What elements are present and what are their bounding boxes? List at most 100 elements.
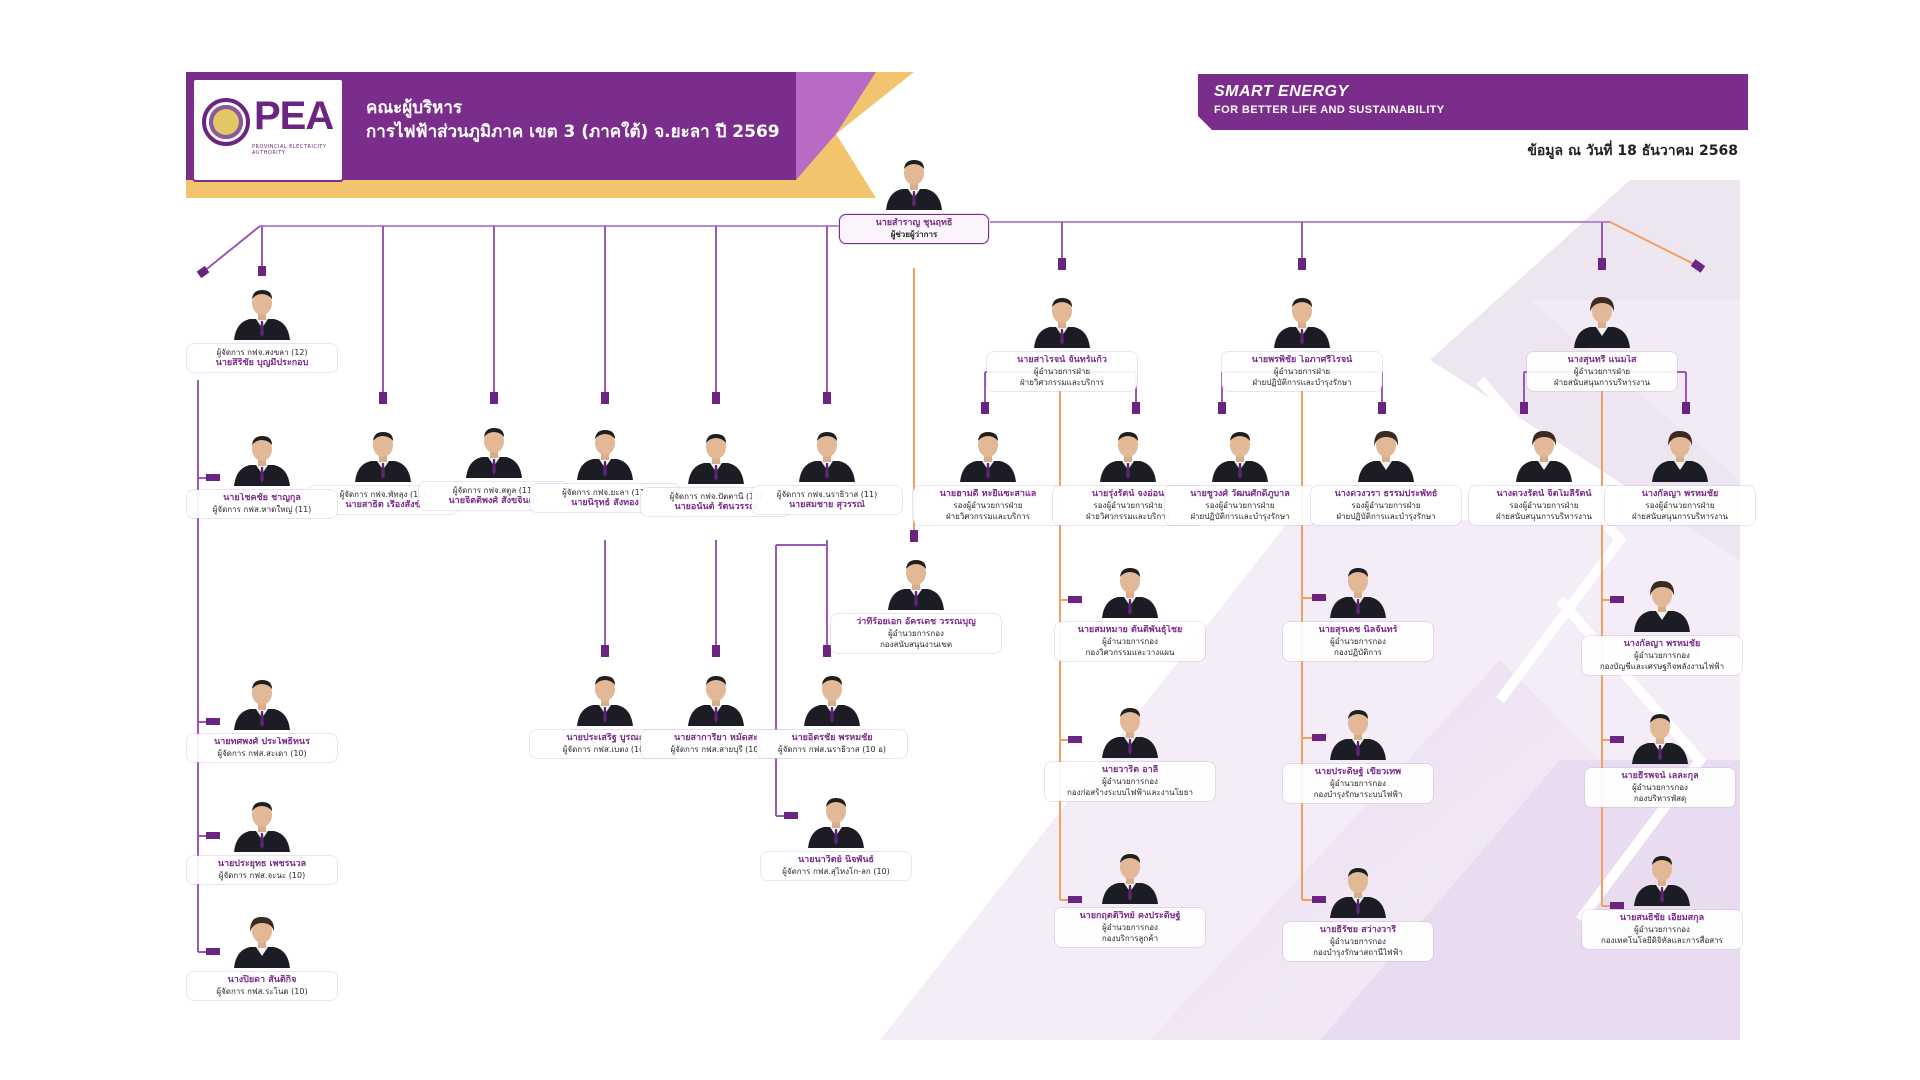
person-portrait-icon <box>1274 298 1330 348</box>
person-portrait-icon <box>1516 430 1572 482</box>
person-songkhla-manager: ผู้จัดการ กฟจ.สงขลา (12)นายสิริชัย บุญมี… <box>187 282 337 372</box>
person-director-substation: นายธีรัชย สว่างวารีผู้อำนวยการกองกองบำรุ… <box>1283 860 1433 961</box>
person-director-supply: นายธีรพจน์ เลละกุลผู้อำนวยการกองกองบริหา… <box>1585 706 1735 807</box>
person-portrait-icon <box>1634 856 1690 906</box>
person-deputy-operations-2: นางดวงวรา ธรรมประพัทธ์รองผู้อำนวยการฝ่าย… <box>1311 424 1461 525</box>
person-vp-admin: นางสุนทรี แนมไสผู้อำนวยการฝ่ายฝ่ายสนับสน… <box>1527 290 1677 391</box>
portrait-photo <box>1326 702 1390 760</box>
portrait-photo <box>1326 860 1390 918</box>
person-portrait-icon <box>466 428 522 478</box>
portrait-photo <box>1570 290 1634 348</box>
pea-logo: PEA PROVINCIAL ELECTRICITY AUTHORITY <box>192 78 344 182</box>
portrait-photo <box>1628 706 1692 764</box>
portrait-photo <box>1630 848 1694 906</box>
person-director-digital: นายสนธิชัย เอี่ยมสกุลผู้อำนวยการกองกองเท… <box>1582 848 1742 949</box>
person-director-customer: นายกฤตติวิทย์ คงประดิษฐ์ผู้อำนวยการกองกอ… <box>1055 846 1205 947</box>
portrait-photo <box>230 910 294 968</box>
person-portrait-icon <box>1102 568 1158 618</box>
person-portrait-icon <box>1102 708 1158 758</box>
portrait-photo <box>804 790 868 848</box>
portrait-photo <box>1098 846 1162 904</box>
person-director-operation: นายสุรเดช นิลจันทร์ผู้อำนวยการกองกองปฏิบ… <box>1283 560 1433 661</box>
person-director-accounting: นางกัลญา พรหมชัยผู้อำนวยการกองกองบัญชีแล… <box>1582 574 1742 675</box>
portrait-photo <box>1096 424 1160 482</box>
person-top-executive: นายสำราญ ชุนฤทธิ์ผู้ช่วยผู้ว่าการ <box>839 152 989 244</box>
person-portrait-icon <box>234 290 290 340</box>
portrait-photo <box>462 420 526 478</box>
person-deputy-operations-1: นายชูวงศ์ วัฒนศักดิ์ภูบาลรองผู้อำนวยการฝ… <box>1165 424 1315 525</box>
portrait-photo <box>1354 424 1418 482</box>
person-portrait-icon <box>234 916 290 968</box>
person-director-maintenance: นายประดิษฐ์ เขียวเทพผู้อำนวยการกองกองบำร… <box>1283 702 1433 803</box>
person-hatyai-manager: นายโชคชัย ชาญกุลผู้จัดการ กฟส.หาดใหญ่ (1… <box>187 428 337 518</box>
person-portrait-icon <box>1034 298 1090 348</box>
header-banner: PEA PROVINCIAL ELECTRICITY AUTHORITY คณะ… <box>186 72 914 198</box>
portrait-photo <box>795 424 859 482</box>
slogan-subtitle: FOR BETTER LIFE AND SUSTAINABILITY <box>1214 104 1445 116</box>
portrait-photo <box>351 424 415 482</box>
person-portrait-icon <box>804 676 860 726</box>
portrait-photo <box>573 422 637 480</box>
person-narathiwat-a-manager: นายอิตรชัย พรหมชัยผู้จัดการ กฟส.นราธิวาส… <box>757 668 907 758</box>
person-portrait-icon <box>1330 710 1386 760</box>
person-portrait-icon <box>1330 868 1386 918</box>
portrait-photo <box>884 552 948 610</box>
portrait-photo <box>684 426 748 484</box>
person-vp-operations: นายพรพิชัย โอภาศรีโรจน์ผู้อำนวยการฝ่ายฝ่… <box>1222 290 1382 391</box>
slogan-title: SMART ENERGY <box>1214 83 1349 100</box>
person-portrait-icon <box>1358 430 1414 482</box>
person-portrait-icon <box>234 680 290 730</box>
portrait-photo <box>1270 290 1334 348</box>
person-portrait-icon <box>799 432 855 482</box>
page-title: คณะผู้บริหาร <box>366 98 463 118</box>
portrait-photo <box>573 668 637 726</box>
portrait-photo <box>230 282 294 340</box>
portrait-photo <box>1208 424 1272 482</box>
page-subtitle: การไฟฟ้าส่วนภูมิภาค เขต 3 (ภาคใต้) จ.ยะล… <box>366 122 780 142</box>
person-vp-engineering: นายสาโรจน์ จันทร์แก้วผู้อำนวยการฝ่ายฝ่าย… <box>987 290 1137 391</box>
person-portrait-icon <box>688 676 744 726</box>
person-portrait-icon <box>1100 432 1156 482</box>
person-portrait-icon <box>1632 714 1688 764</box>
person-portrait-icon <box>1102 854 1158 904</box>
portrait-photo <box>230 428 294 486</box>
portrait-photo <box>1326 560 1390 618</box>
portrait-photo <box>1098 560 1162 618</box>
person-portrait-icon <box>1574 296 1630 348</box>
slogan-banner: SMART ENERGY FOR BETTER LIFE AND SUSTAIN… <box>1198 74 1748 130</box>
portrait-photo <box>1630 574 1694 632</box>
person-portrait-icon <box>808 798 864 848</box>
pea-seal-icon <box>202 98 250 146</box>
person-portrait-icon <box>1212 432 1268 482</box>
portrait-photo <box>1512 424 1576 482</box>
person-portrait-icon <box>1330 568 1386 618</box>
person-sungaikolok-manager: นายนาวิตย์ นิจพันธ์ผู้จัดการ กฟส.สุไหงโก… <box>761 790 911 880</box>
portrait-photo <box>956 424 1020 482</box>
person-portrait-icon <box>577 676 633 726</box>
person-ranot-manager: นางปิยดา สันติกิจผู้จัดการ กฟส.ระโนด (10… <box>187 910 337 1000</box>
person-portrait-icon <box>888 560 944 610</box>
person-portrait-icon <box>577 430 633 480</box>
person-deputy-engineering-1: นายฮามดี หะยีแซะสาแลรองผู้อำนวยการฝ่ายฝ่… <box>913 424 1063 525</box>
data-date: ข้อมูล ณ วันที่ 18 ธันวาคม 2568 <box>1527 143 1738 159</box>
portrait-photo <box>230 794 294 852</box>
person-director-planning: นายสมหมาย ตันติพันธุ์ไชยผู้อำนวยการกองกอ… <box>1055 560 1205 661</box>
person-deputy-admin-1: นางดวงรัตน์ จิตโมลีรัตน์รองผู้อำนวยการฝ่… <box>1469 424 1619 525</box>
person-portrait-icon <box>1652 430 1708 482</box>
logo-subtext: PROVINCIAL ELECTRICITY AUTHORITY <box>252 144 327 156</box>
person-portrait-icon <box>688 434 744 484</box>
person-portrait-icon <box>886 160 942 210</box>
person-pattani-manager: ผู้จัดการ กฟจ.ปัตตานี (11)นายอนันต์ รัตน… <box>641 426 791 516</box>
header-ribbon <box>186 72 914 198</box>
person-deputy-admin-2: นางกัลญา พรหมชัยรองผู้อำนวยการฝ่ายฝ่ายสน… <box>1605 424 1755 525</box>
portrait-photo <box>1030 290 1094 348</box>
person-portrait-icon <box>234 802 290 852</box>
person-narathiwat-manager: ผู้จัดการ กฟจ.นราธิวาส (11)นายสมชาย สุวร… <box>752 424 902 514</box>
person-portrait-icon <box>234 436 290 486</box>
person-sadao-manager: นายทศพงศ์ ประโพธิทนรผู้จัดการ กฟส.สะเดา … <box>187 672 337 762</box>
portrait-photo <box>1648 424 1712 482</box>
person-support-division-director: ว่าที่ร้อยเอก อัครเดช วรรณบุญผู้อำนวยการ… <box>831 552 1001 653</box>
person-chana-manager: นายประยุทธ เพชรนวลผู้จัดการ กฟส.จะนะ (10… <box>187 794 337 884</box>
portrait-photo <box>684 668 748 726</box>
portrait-photo <box>882 152 946 210</box>
